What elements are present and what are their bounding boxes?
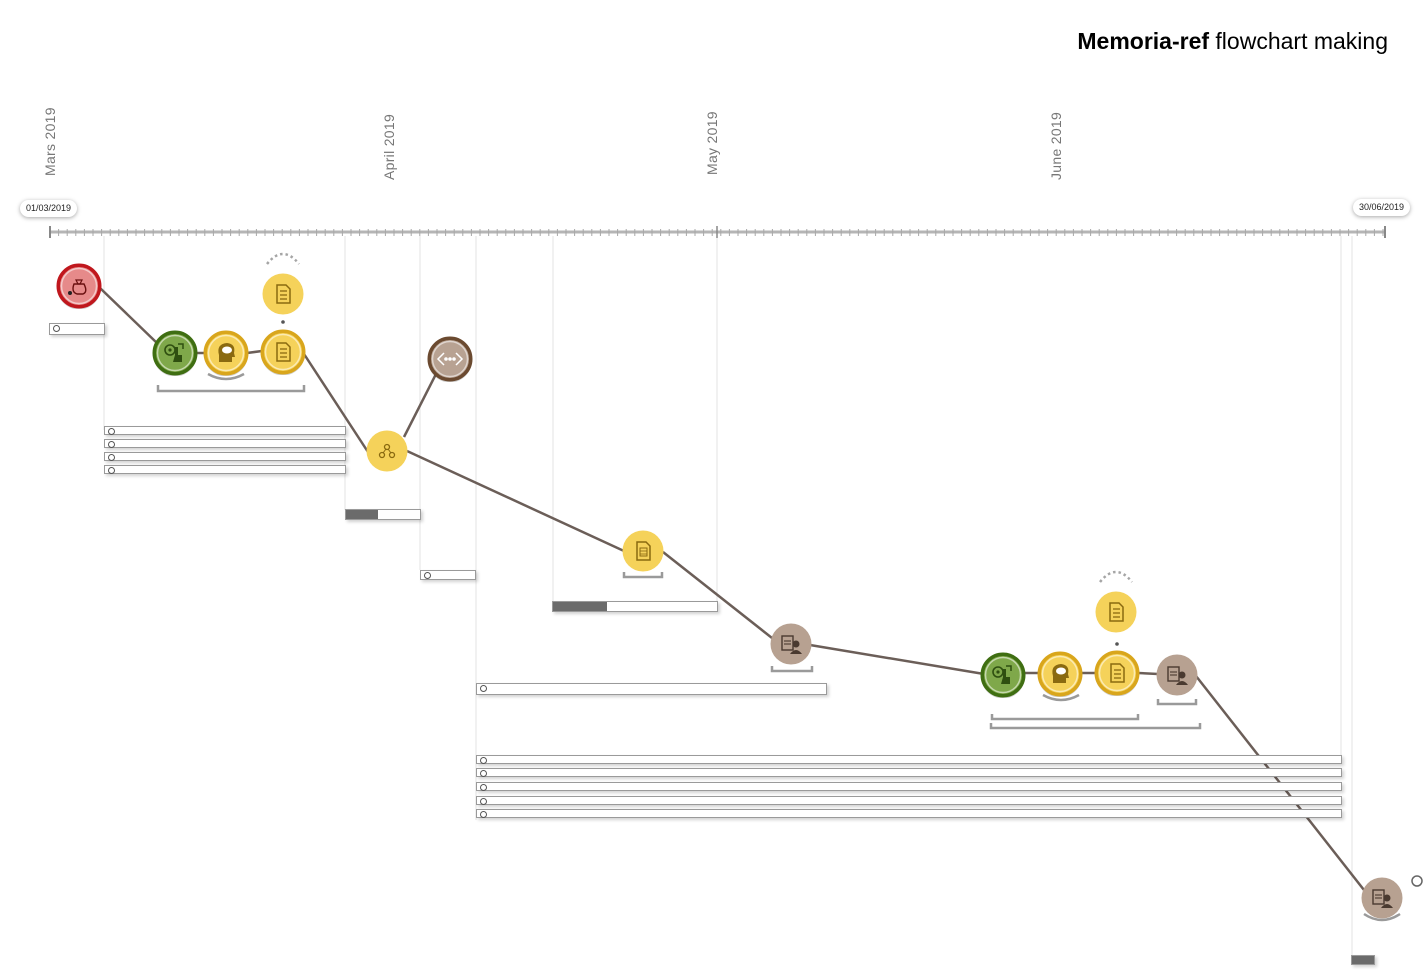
task-bar-end[interactable] <box>1351 955 1375 965</box>
bar-handle-icon[interactable] <box>480 757 487 764</box>
group1-step-document[interactable] <box>260 329 306 375</box>
task-bar-g1-a[interactable] <box>104 426 346 435</box>
clipboard-person-icon <box>1156 654 1198 696</box>
task-bar-g1-c[interactable] <box>104 452 346 461</box>
document-icon <box>260 329 306 375</box>
task-bar-g1-b[interactable] <box>104 439 346 448</box>
bar-handle-icon[interactable] <box>480 685 487 692</box>
title-bold: Memoria-ref <box>1077 28 1210 54</box>
group-brackets <box>156 372 1401 922</box>
timeline-end-date[interactable]: 30/06/2019 <box>1353 199 1411 216</box>
task-bar-g2-c[interactable] <box>476 782 1342 791</box>
document-icon <box>1095 591 1137 633</box>
bar-handle-icon[interactable] <box>424 572 431 579</box>
bar-handle-icon[interactable] <box>480 784 487 791</box>
bar-handle-icon[interactable] <box>108 428 115 435</box>
progress-fill <box>346 510 378 519</box>
task-bar-g2-b[interactable] <box>476 768 1342 777</box>
end-node[interactable] <box>1361 877 1403 919</box>
group2-step-review[interactable] <box>1156 654 1198 696</box>
task-bar-merge[interactable] <box>345 509 421 520</box>
report-icon <box>622 530 664 572</box>
start-node[interactable] <box>56 263 102 309</box>
task-bar-g2-d[interactable] <box>476 796 1342 805</box>
bar-handle-icon[interactable] <box>108 454 115 461</box>
task-bar-review[interactable] <box>476 683 827 695</box>
progress-fill <box>553 602 608 611</box>
head-idea-icon <box>1037 651 1083 697</box>
network-icon <box>366 430 408 472</box>
document-icon <box>262 273 304 315</box>
group2-step-green[interactable] <box>980 652 1026 698</box>
bar-handle-icon[interactable] <box>108 441 115 448</box>
gears-hand-icon <box>152 330 198 376</box>
group1-document-extra[interactable] <box>262 273 304 315</box>
task-bar-g2-e[interactable] <box>476 809 1342 818</box>
head-idea-icon <box>203 330 249 376</box>
group2-document-extra[interactable] <box>1095 591 1137 633</box>
group1-step-green[interactable] <box>152 330 198 376</box>
code-node[interactable] <box>427 336 473 382</box>
clipboard-person-icon <box>1361 877 1403 919</box>
document-icon <box>1094 650 1140 696</box>
connector-dot <box>281 320 285 324</box>
group2-step-idea[interactable] <box>1037 651 1083 697</box>
group1-step-idea[interactable] <box>203 330 249 376</box>
merge-node[interactable] <box>366 430 408 472</box>
progress-fill <box>1352 956 1374 964</box>
title-rest: flowchart making <box>1215 28 1388 54</box>
money-bag-icon <box>56 263 102 309</box>
page-title: Memoria-ref flowchart making <box>1077 28 1388 55</box>
report-node[interactable] <box>622 530 664 572</box>
task-bar-start[interactable] <box>49 323 105 335</box>
end-handle-icon[interactable] <box>1411 875 1423 887</box>
review-node[interactable] <box>770 623 812 665</box>
dotted-arcs <box>266 252 1133 583</box>
bar-handle-icon[interactable] <box>480 770 487 777</box>
bar-handle-icon[interactable] <box>108 467 115 474</box>
task-bar-code[interactable] <box>420 570 476 580</box>
connector-dot <box>1115 642 1119 646</box>
task-bar-g2-a[interactable] <box>476 755 1342 764</box>
task-bar-report[interactable] <box>552 601 718 612</box>
bar-handle-icon[interactable] <box>480 798 487 805</box>
task-bar-g1-d[interactable] <box>104 465 346 474</box>
bar-handle-icon[interactable] <box>53 325 60 332</box>
bar-handle-icon[interactable] <box>480 811 487 818</box>
group2-step-document[interactable] <box>1094 650 1140 696</box>
code-icon <box>427 336 473 382</box>
timeline-axis[interactable] <box>49 226 1386 238</box>
timeline-start-date[interactable]: 01/03/2019 <box>20 200 78 217</box>
gears-hand-icon <box>980 652 1026 698</box>
clipboard-person-icon <box>770 623 812 665</box>
